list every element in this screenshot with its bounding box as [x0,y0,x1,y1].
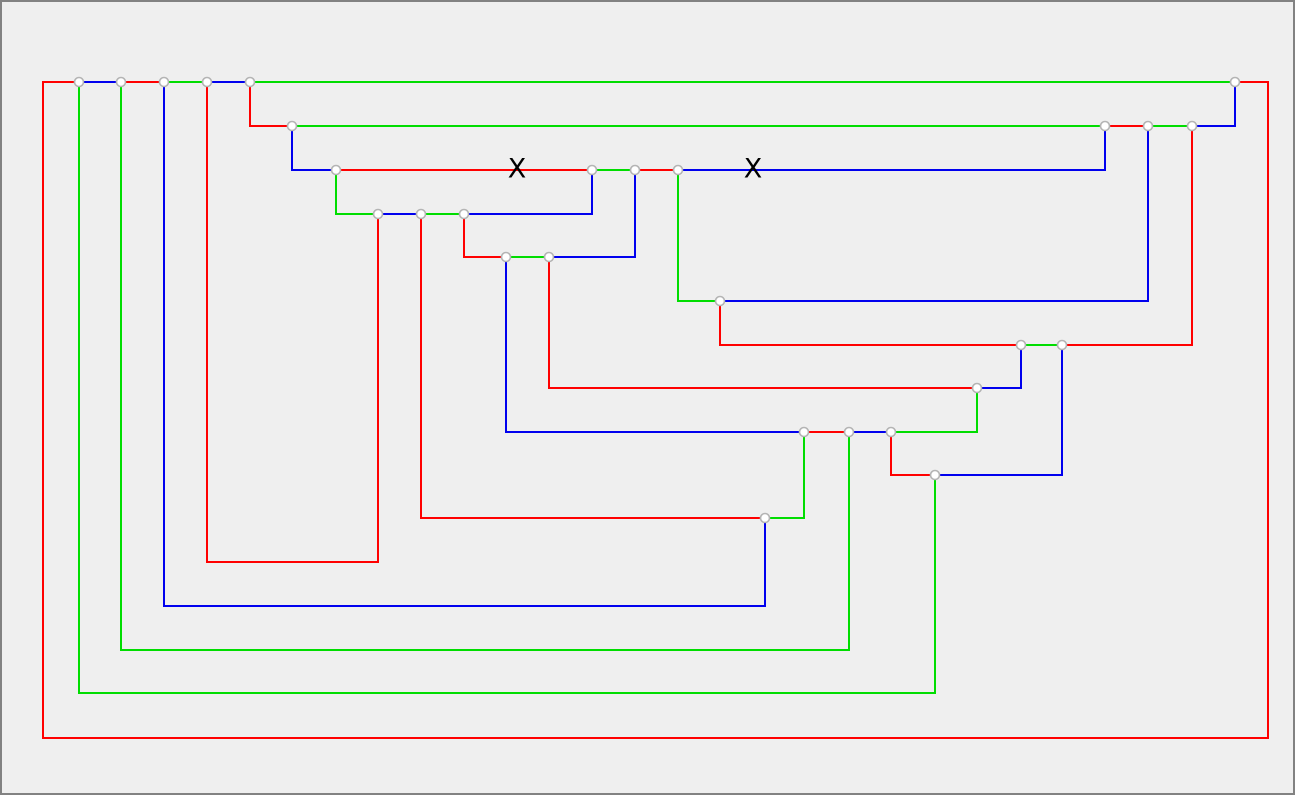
wire-red[interactable] [719,301,1021,346]
node[interactable] [330,164,342,176]
node[interactable] [759,512,771,524]
wire-red[interactable] [463,214,506,258]
node[interactable] [1056,339,1068,351]
node[interactable] [586,164,598,176]
wire-blue[interactable] [935,345,1063,476]
node[interactable] [843,426,855,438]
wire-green[interactable] [120,82,850,651]
wire-blue[interactable] [291,126,336,171]
wire-red[interactable] [249,82,292,127]
node[interactable] [1229,76,1241,88]
wire-green[interactable] [335,170,378,215]
wire-green[interactable] [677,170,720,302]
wire-red[interactable] [420,214,765,519]
node[interactable] [201,76,213,88]
wire-red[interactable] [890,432,935,476]
node[interactable] [798,426,810,438]
node[interactable] [1015,339,1027,351]
node[interactable] [929,469,941,481]
node[interactable] [971,382,983,394]
crossing-mark: X [744,154,763,185]
wire-red[interactable] [1062,126,1193,346]
node[interactable] [415,208,427,220]
wire-green[interactable] [765,432,805,519]
node[interactable] [1186,120,1198,132]
node[interactable] [286,120,298,132]
crossing-mark: X [508,154,527,185]
node[interactable] [672,164,684,176]
wire-red[interactable] [206,82,379,563]
node[interactable] [1099,120,1111,132]
node[interactable] [885,426,897,438]
wire-blue[interactable] [720,126,1149,302]
node[interactable] [629,164,641,176]
wire-blue[interactable] [549,170,636,258]
wire-blue[interactable] [977,345,1022,389]
node[interactable] [158,76,170,88]
node[interactable] [115,76,127,88]
wire-blue[interactable] [1192,82,1236,127]
wire-red[interactable] [548,257,977,389]
node[interactable] [714,295,726,307]
node[interactable] [500,251,512,263]
wire-green[interactable] [891,388,978,433]
node[interactable] [458,208,470,220]
wire-blue[interactable] [678,126,1106,171]
wire-red[interactable] [42,81,1269,739]
wire-blue[interactable] [505,257,804,433]
node[interactable] [73,76,85,88]
node[interactable] [543,251,555,263]
node[interactable] [244,76,256,88]
node[interactable] [1142,120,1154,132]
node[interactable] [372,208,384,220]
wire-blue[interactable] [464,170,593,215]
wire-green[interactable] [78,82,936,694]
wire-blue[interactable] [163,82,766,607]
